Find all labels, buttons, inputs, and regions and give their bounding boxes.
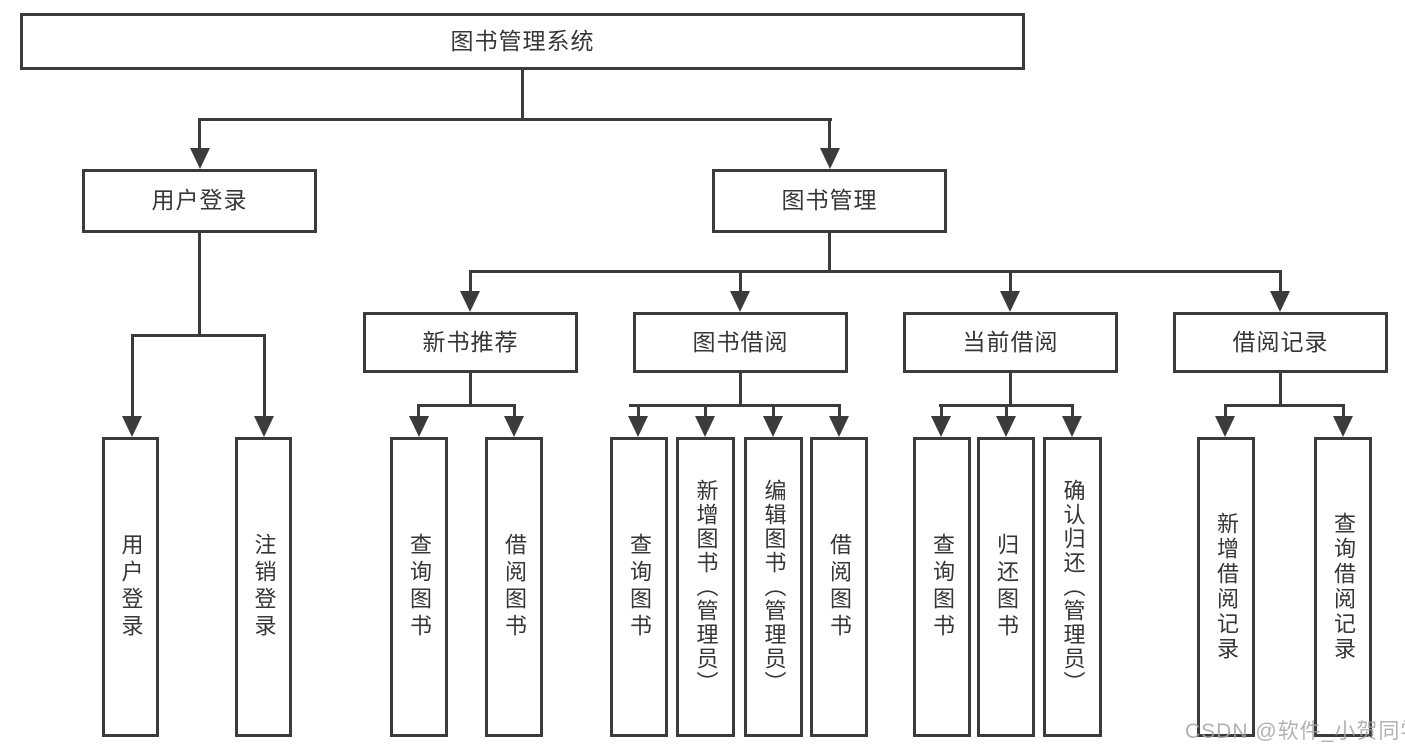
connector-user-login-stem — [198, 232, 201, 336]
connector-bookborrow-bus — [629, 404, 841, 407]
connector-book-mgmt-stem — [828, 232, 831, 272]
arrow-down-icon — [820, 148, 840, 169]
leaf-query-borrow-record: 查询借阅记录 — [1314, 437, 1372, 737]
connector-stem — [1071, 404, 1074, 418]
node-book-management: 图书管理 — [712, 169, 947, 233]
connector-stem — [739, 372, 742, 406]
leaf-add-borrow-record: 新增借阅记录 — [1197, 437, 1255, 737]
connector-stem — [739, 270, 742, 293]
node-book-borrow: 图书借阅 — [633, 312, 848, 373]
connector-stem — [469, 372, 472, 406]
connector-stem — [131, 334, 134, 418]
connector-stem — [772, 404, 775, 418]
leaf-query-books: 查询图书 — [390, 437, 448, 737]
arrow-down-icon — [122, 416, 142, 437]
arrow-down-icon — [1062, 416, 1082, 437]
arrow-down-icon — [996, 416, 1016, 437]
connector-stem — [838, 404, 841, 418]
node-borrow-records: 借阅记录 — [1173, 312, 1388, 373]
connector-stem — [1009, 270, 1012, 293]
connector-stem — [417, 404, 420, 418]
arrow-down-icon — [1000, 291, 1020, 312]
arrow-down-icon — [1333, 416, 1353, 437]
connector-newbook-bus — [417, 404, 516, 407]
leaf-borrow-books: 借阅图书 — [485, 437, 543, 737]
connector-user-login-bus — [131, 334, 266, 337]
leaf-query-books: 查询图书 — [913, 437, 971, 737]
arrow-down-icon — [730, 291, 750, 312]
connector-root-stem — [521, 69, 524, 120]
connector-stem — [637, 404, 640, 418]
connector-stem — [513, 404, 516, 418]
connector-stem — [704, 404, 707, 418]
connector-stem — [1342, 404, 1345, 418]
leaf-query-books: 查询图书 — [610, 437, 668, 737]
leaf-return-books: 归还图书 — [977, 437, 1035, 737]
leaf-user-login: 用户登录 — [102, 437, 159, 737]
connector-stem — [1279, 372, 1282, 406]
node-current-borrow: 当前借阅 — [903, 312, 1118, 373]
leaf-edit-books-admin: 编辑图书（管理员） — [744, 437, 803, 737]
connector-stem — [828, 118, 831, 150]
leaf-borrow-books: 借阅图书 — [810, 437, 868, 737]
arrow-down-icon — [1270, 291, 1290, 312]
connector-stem — [1005, 404, 1008, 418]
connector-stem — [1279, 270, 1282, 293]
node-new-book-recommend: 新书推荐 — [363, 312, 578, 373]
arrow-down-icon — [931, 416, 951, 437]
node-root-system: 图书管理系统 — [20, 13, 1025, 70]
connector-stem — [263, 334, 266, 418]
leaf-confirm-return-admin: 确认归还（管理员） — [1043, 437, 1102, 737]
arrow-down-icon — [254, 416, 274, 437]
connector-borrowrecords-bus — [1224, 404, 1345, 407]
connector-stem — [469, 270, 472, 293]
connector-stem — [1009, 372, 1012, 406]
arrow-down-icon — [504, 416, 524, 437]
leaf-add-books-admin: 新增图书（管理员） — [676, 437, 735, 737]
arrow-down-icon — [409, 416, 429, 437]
arrow-down-icon — [460, 291, 480, 312]
connector-level2-bus — [198, 118, 832, 121]
arrow-down-icon — [829, 416, 849, 437]
arrow-down-icon — [1215, 416, 1235, 437]
connector-stem — [1224, 404, 1227, 418]
connector-stem — [940, 404, 943, 418]
node-user-login: 用户登录 — [82, 169, 317, 233]
connector-level3-bus — [469, 270, 1282, 273]
csdn-watermark: CSDN @软件_小贺同学 — [1185, 720, 1405, 743]
arrow-down-icon — [190, 148, 210, 169]
arrow-down-icon — [628, 416, 648, 437]
arrow-down-icon — [695, 416, 715, 437]
connector-stem — [198, 118, 201, 150]
arrow-down-icon — [763, 416, 783, 437]
leaf-logout: 注销登录 — [235, 437, 292, 737]
